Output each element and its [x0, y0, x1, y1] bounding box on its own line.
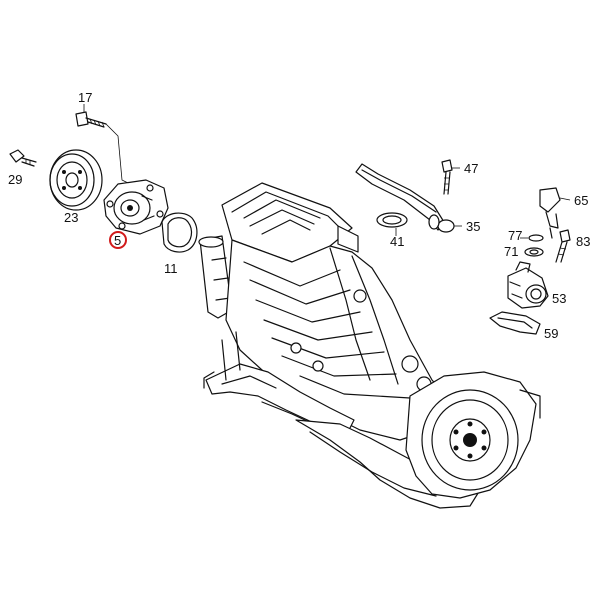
callout-41: 41	[390, 234, 404, 249]
part-35-coolant-pipe	[355, 163, 462, 233]
flywheel-housing	[405, 371, 541, 499]
callout-59: 59	[544, 326, 558, 341]
callout-17: 17	[78, 90, 92, 105]
part-71-seal	[524, 247, 544, 257]
callout-35: 35	[466, 219, 480, 234]
part-5-water-pump	[103, 179, 169, 235]
callout-83: 83	[576, 234, 590, 249]
callout-53: 53	[552, 291, 566, 306]
callouts: 17 29 23 5 11 47 35 41 65 77 71 83 53 59	[8, 90, 590, 341]
part-17-bolt	[75, 104, 131, 185]
callout-47: 47	[464, 161, 478, 176]
callout-77: 77	[508, 228, 522, 243]
part-59-gasket	[489, 311, 541, 335]
highlight-ring	[109, 231, 127, 249]
part-29-bolt	[9, 149, 37, 167]
part-41-oring	[376, 212, 408, 236]
part-53-thermostat-housing	[507, 261, 549, 309]
part-65-sensor	[539, 187, 571, 239]
callout-5: 5	[114, 233, 121, 248]
part-83-bolt	[555, 229, 571, 263]
part-47-bolt	[441, 159, 460, 195]
part-11-gasket	[161, 212, 198, 253]
callout-23: 23	[64, 210, 78, 225]
part-23-pulley	[49, 149, 103, 211]
callout-71: 71	[504, 244, 518, 259]
callout-11: 11	[164, 261, 178, 276]
part-77-washer	[520, 234, 544, 242]
callout-29: 29	[8, 172, 22, 187]
callout-65: 65	[574, 193, 588, 208]
